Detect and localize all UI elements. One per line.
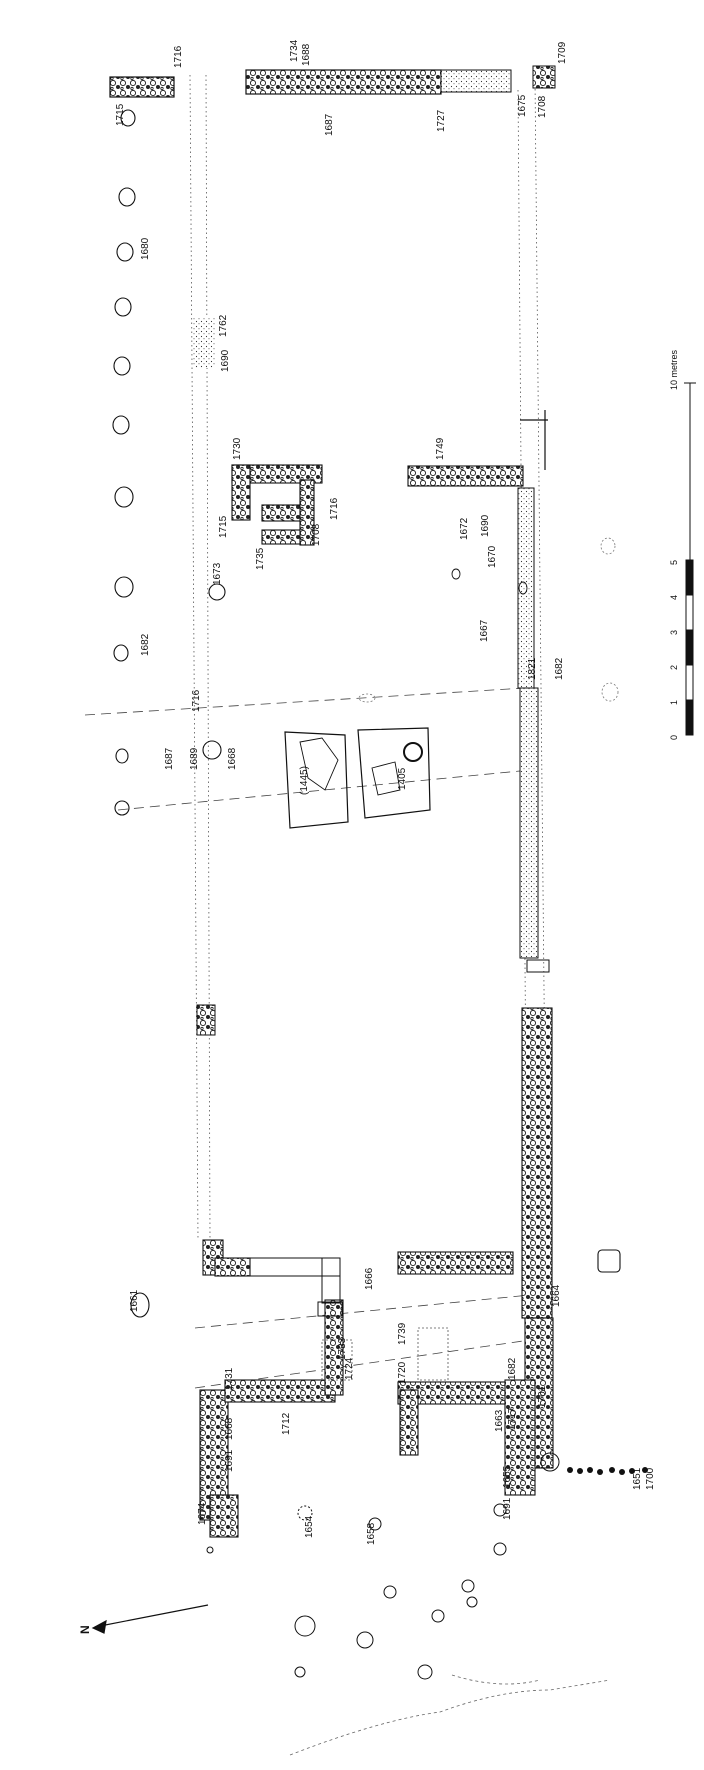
label: 1712 — [281, 1412, 292, 1435]
label: 1668 — [224, 1417, 235, 1440]
label: 1716 — [329, 497, 340, 520]
scale-tick: 2 — [669, 664, 679, 670]
label: 1655 — [502, 1465, 513, 1488]
scale-tick: 0 — [669, 734, 679, 740]
wall-1682-lower — [519, 687, 539, 959]
label: 1663 — [494, 1409, 505, 1432]
label: 1727 — [436, 109, 447, 132]
label: 1664 — [551, 1284, 562, 1307]
wall-1727 — [440, 69, 512, 93]
label: 1709 — [557, 41, 568, 64]
label: 1749 — [435, 437, 446, 460]
label: 1715 — [115, 103, 126, 126]
scale-title: 10 metres — [669, 349, 679, 390]
label: 1735 — [255, 547, 266, 570]
post-holes — [112, 109, 226, 1318]
scale-tick: 4 — [669, 594, 679, 600]
building-north — [199, 1239, 536, 1538]
label: 1720 — [397, 1361, 408, 1384]
wall-east-lower — [521, 1007, 553, 1319]
label: 1762 — [218, 314, 229, 337]
label: 1654 — [304, 1515, 315, 1538]
label: 1733 — [337, 1337, 348, 1360]
label: 1708 — [311, 523, 322, 546]
label: 1689 — [189, 747, 200, 770]
feature-1445 — [284, 731, 349, 829]
label: 1668 — [227, 747, 238, 770]
label: 1682 — [140, 633, 151, 656]
label: 1670 — [487, 545, 498, 568]
label: 1666 — [364, 1267, 375, 1290]
label: 1688 — [301, 43, 312, 66]
alignment-lines — [189, 74, 546, 1241]
wall-1734 — [245, 69, 442, 95]
label: (1445) — [299, 766, 310, 795]
wall-1709 — [532, 65, 556, 89]
label: 1672 — [459, 517, 470, 540]
label: 1675 — [517, 94, 528, 117]
bottom-edge — [289, 1679, 611, 1756]
label: 1680 — [140, 237, 151, 260]
north-label: N — [78, 1625, 92, 1634]
label: 1716 — [173, 45, 184, 68]
scale-tick: 1 — [669, 699, 679, 705]
stone-line-1700 — [567, 1467, 648, 1475]
label: 1734 — [289, 39, 300, 62]
label: 1730 — [232, 437, 243, 460]
label: 1690 — [480, 514, 491, 537]
label: 1667 — [479, 619, 490, 642]
label: 1687 — [164, 747, 175, 770]
label: 1687 — [324, 113, 335, 136]
label: 1701 — [537, 1385, 548, 1408]
label: 1674 — [197, 1502, 208, 1525]
pier — [196, 1004, 216, 1036]
label: 1739 — [397, 1322, 408, 1345]
steps — [321, 1327, 449, 1381]
wall-1749 — [407, 465, 524, 487]
label: 1682 — [507, 1357, 518, 1380]
feature-1405 — [357, 727, 431, 819]
bottom-pits — [206, 1503, 507, 1680]
label: 1691 — [224, 1449, 235, 1472]
label: 1716 — [191, 689, 202, 712]
label: 1673 — [212, 562, 223, 585]
label: 1821 — [527, 657, 538, 680]
building-1730 — [231, 464, 323, 546]
label: 1708 — [537, 95, 548, 118]
label: 1724 — [344, 1357, 355, 1380]
label: 1682 — [554, 657, 565, 680]
scale-bar — [684, 382, 696, 736]
label: 1700 — [645, 1467, 656, 1490]
north-arrow-icon — [91, 1604, 209, 1634]
scale-tick: 5 — [669, 559, 679, 565]
label: 1731 — [224, 1367, 235, 1390]
label: 1691 — [502, 1497, 513, 1520]
wall-1715 — [109, 76, 175, 98]
label: 1715 — [218, 515, 229, 538]
feature-1762 — [193, 318, 215, 368]
label: 1661 — [129, 1289, 140, 1312]
label: 1405 — [397, 767, 408, 790]
label: 1690 — [220, 349, 231, 372]
label: 1658 — [366, 1522, 377, 1545]
scale-tick: 3 — [669, 629, 679, 635]
label: 1651 — [632, 1467, 643, 1490]
label: 1717 — [507, 1407, 518, 1430]
